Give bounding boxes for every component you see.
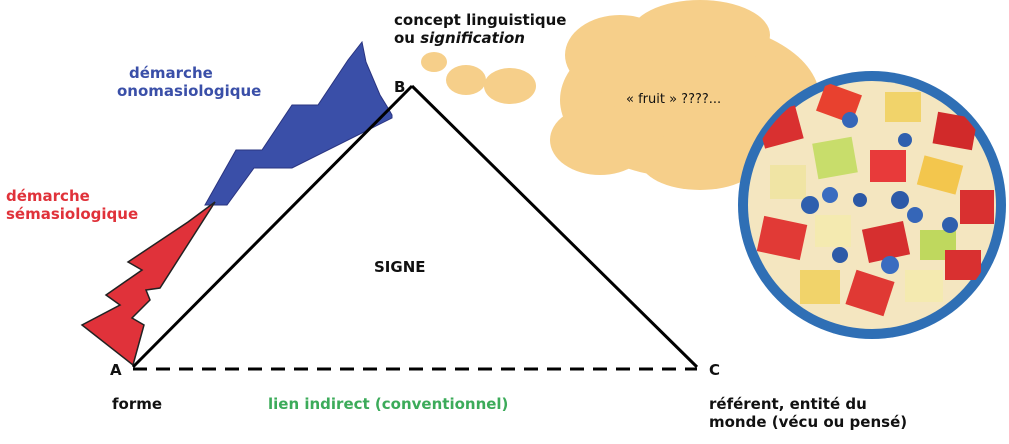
vertex-c-letter: C bbox=[709, 361, 721, 379]
forme-label: forme bbox=[112, 395, 163, 413]
semasiological-label: démarche sémasiologique bbox=[6, 187, 139, 223]
concept-label: concept linguistique ou signification bbox=[394, 11, 566, 47]
vertex-b-label: B bbox=[394, 78, 405, 96]
thought-cloud-icon bbox=[421, 0, 820, 190]
fruit-salad-bowl-icon bbox=[738, 71, 1006, 339]
triangle-side-ab bbox=[131, 84, 414, 369]
triangle-side-bc bbox=[410, 84, 699, 369]
base-link-label: lien indirect (conventionnel) bbox=[268, 395, 509, 413]
thought-text: « fruit » ????... bbox=[626, 92, 722, 107]
signification-word: signification bbox=[420, 29, 525, 47]
onomasiological-label: démarche onomasiologique bbox=[117, 64, 262, 100]
blue-lightning-bolt-icon bbox=[204, 40, 393, 206]
red-lightning-bolt-icon bbox=[80, 201, 216, 367]
signe-label: SIGNE bbox=[374, 258, 426, 276]
concept-line2: ou signification bbox=[394, 29, 525, 47]
concept-line1: concept linguistique bbox=[394, 11, 567, 29]
referent-label: référent, entité du monde (vécu ou pensé… bbox=[709, 395, 908, 431]
vertex-a-letter: A bbox=[110, 361, 122, 379]
vertex-b-letter: B bbox=[394, 78, 406, 96]
